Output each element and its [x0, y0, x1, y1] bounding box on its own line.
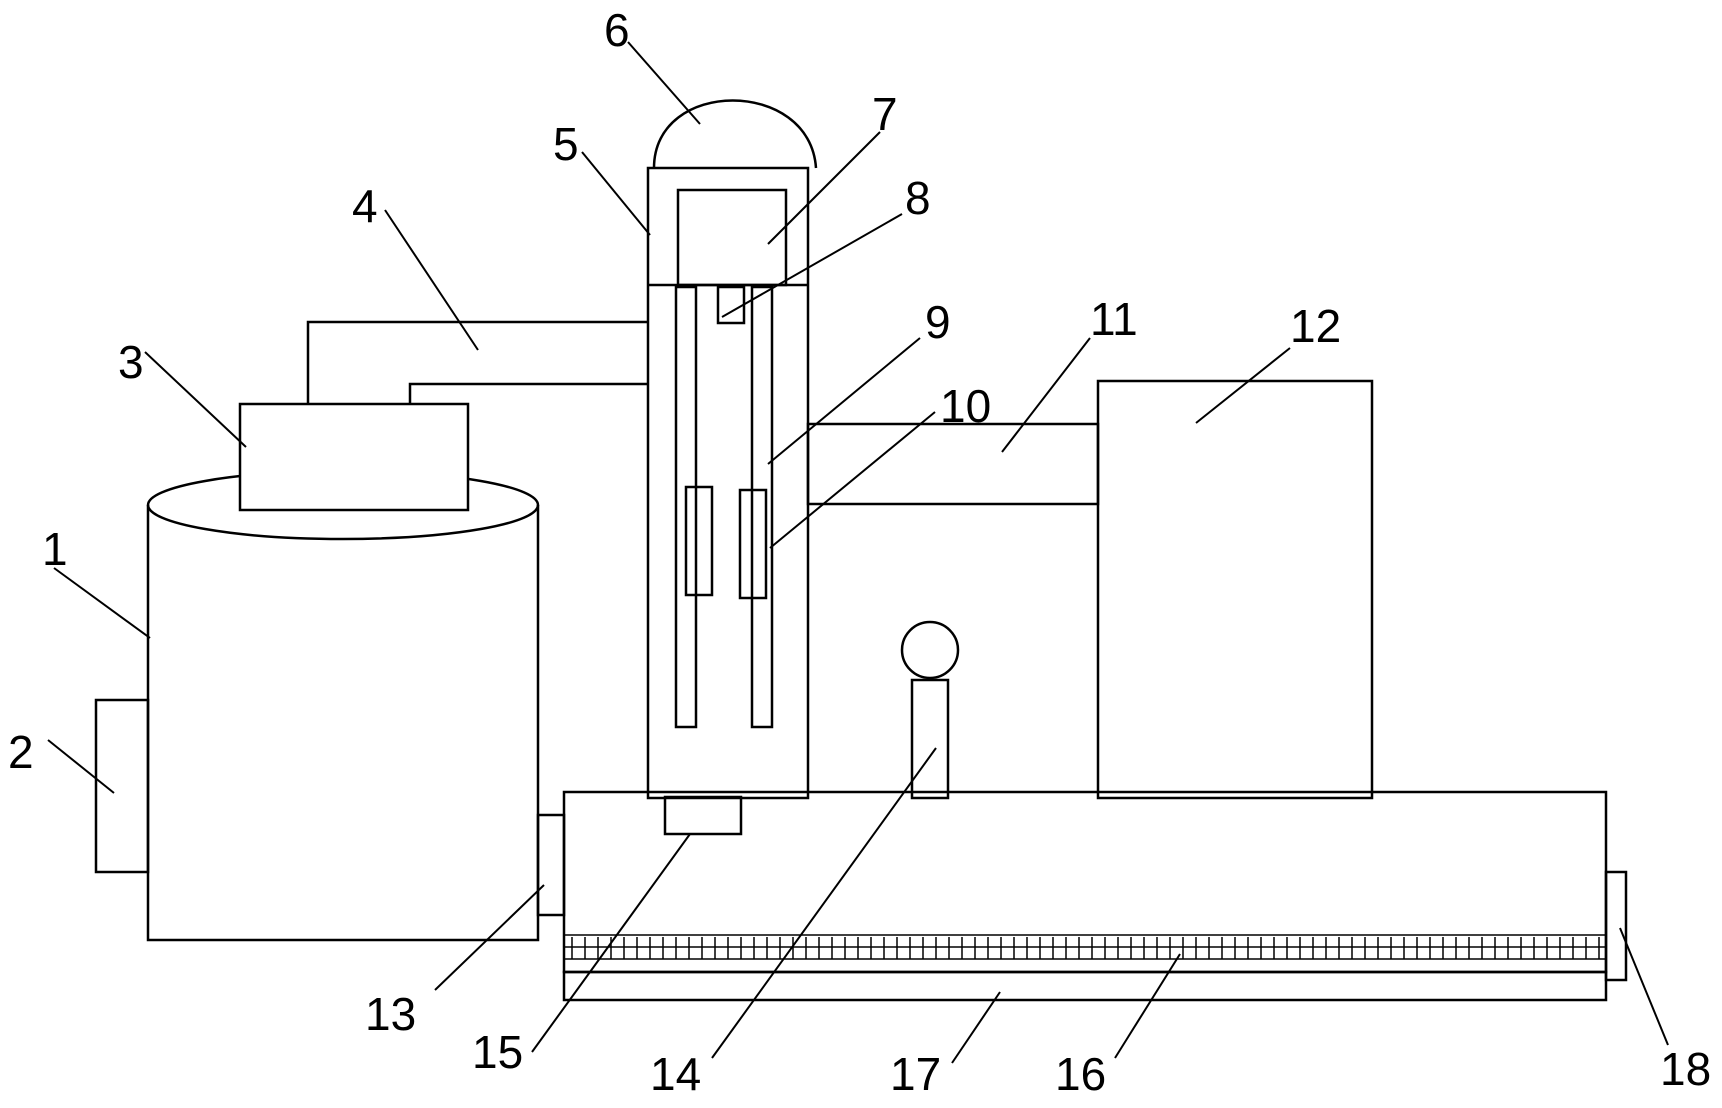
connecting-pipe	[306, 320, 648, 404]
sliders	[684, 485, 768, 600]
leader-lines	[47, 41, 1669, 1064]
leader-line-13	[434, 884, 545, 991]
label-1: 1	[42, 523, 68, 575]
label-15: 15	[472, 1026, 523, 1078]
label-3: 3	[118, 336, 144, 388]
label-17: 17	[890, 1048, 941, 1100]
leader-line-15	[531, 833, 691, 1053]
label-14: 14	[650, 1048, 701, 1100]
leader-line-5	[581, 151, 651, 236]
label-8: 8	[905, 172, 931, 224]
column-housing	[646, 166, 810, 800]
leader-line-7	[767, 131, 881, 245]
tank	[146, 469, 540, 942]
mesh-strip	[563, 934, 1607, 973]
base-platform	[562, 790, 1608, 974]
leader-line-3	[144, 351, 247, 448]
label-7: 7	[872, 88, 898, 140]
label-4: 4	[352, 180, 378, 232]
top-box	[238, 402, 470, 512]
small-block	[716, 285, 746, 325]
connector	[536, 813, 566, 917]
label-9: 9	[925, 296, 951, 348]
label-18: 18	[1660, 1043, 1711, 1095]
leader-line-10	[769, 411, 936, 549]
side-box	[94, 698, 150, 874]
cabinet	[1096, 379, 1374, 800]
end-cap	[1604, 870, 1628, 982]
post-knob	[900, 620, 960, 800]
leader-line-16	[1114, 953, 1181, 1059]
leader-line-17	[951, 991, 1001, 1064]
motor-box	[676, 188, 788, 287]
label-10: 10	[940, 380, 991, 432]
leader-line-14	[711, 747, 937, 1059]
leader-line-4	[384, 209, 479, 351]
label-5: 5	[553, 118, 579, 170]
leader-line-1	[53, 567, 151, 639]
arm	[806, 422, 1100, 506]
label-6: 6	[604, 4, 630, 56]
dome-cap	[652, 99, 818, 169]
nozzle	[663, 795, 743, 836]
label-2: 2	[8, 726, 34, 778]
bottom-plate	[562, 970, 1608, 1002]
leader-line-6	[627, 41, 701, 125]
label-16: 16	[1055, 1048, 1106, 1100]
label-11: 11	[1090, 293, 1138, 345]
label-12: 12	[1290, 300, 1341, 352]
leader-line-12	[1195, 347, 1291, 424]
label-13: 13	[365, 988, 416, 1040]
leader-line-11	[1001, 337, 1091, 453]
leader-line-9	[767, 337, 921, 465]
leader-line-8	[721, 213, 903, 318]
guide-rails	[674, 285, 774, 729]
leader-line-18	[1619, 927, 1669, 1046]
leader-line-2	[47, 739, 115, 794]
